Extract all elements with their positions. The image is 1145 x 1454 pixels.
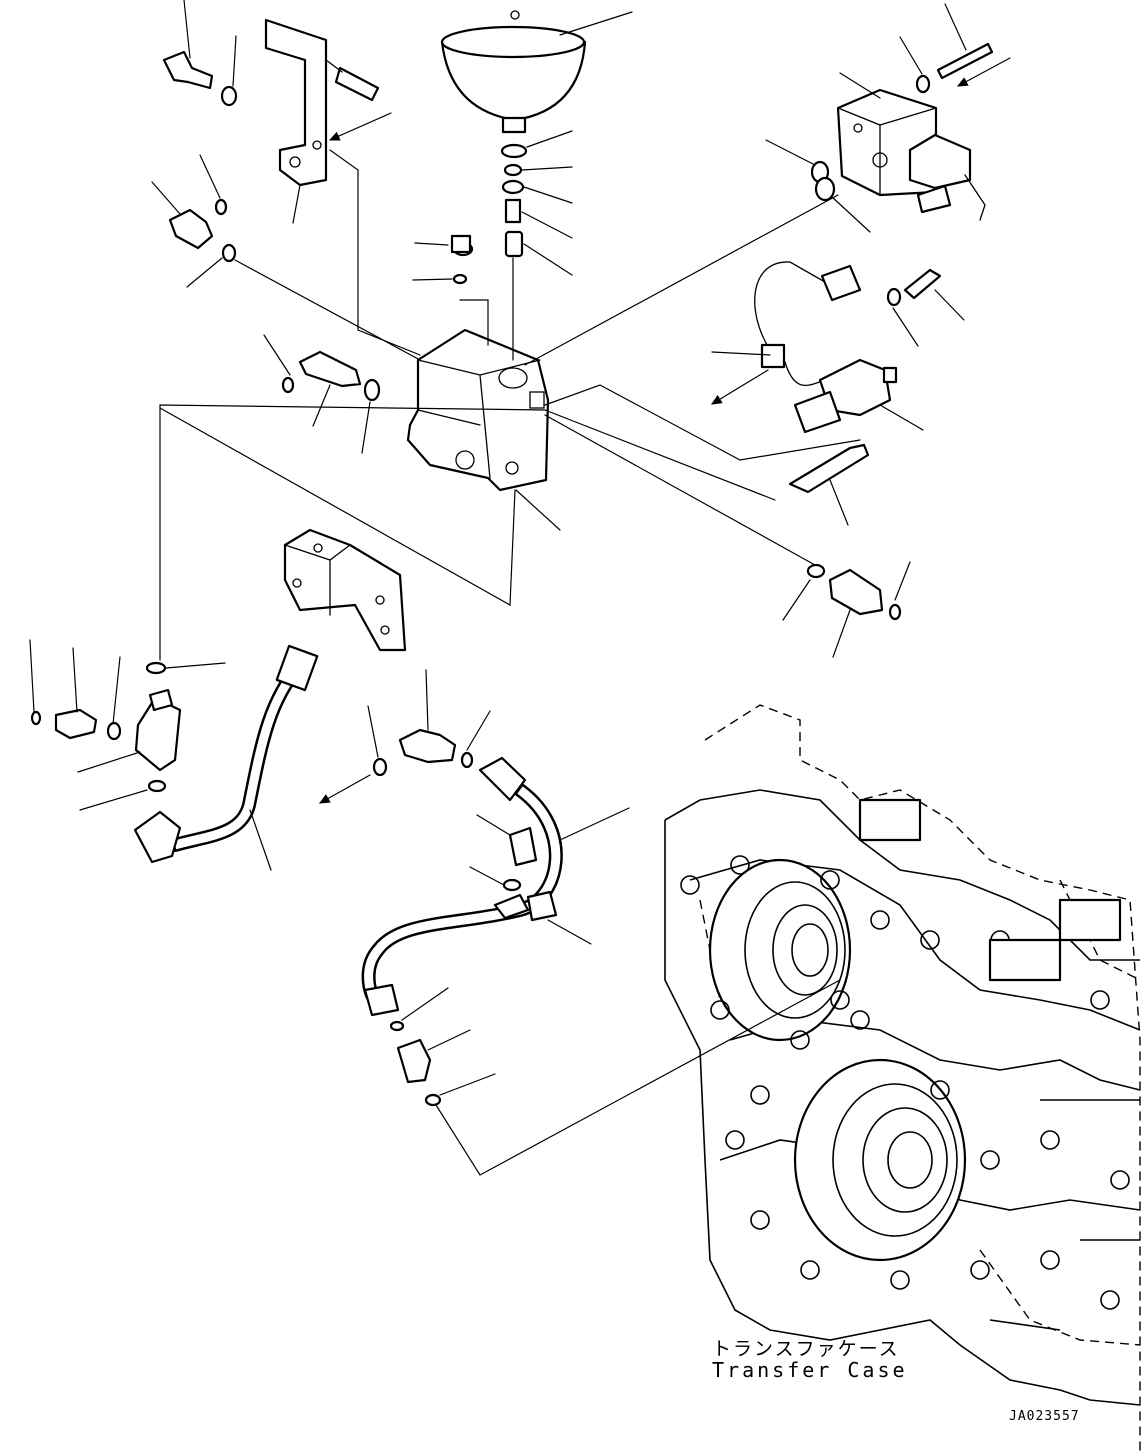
elbow-fitting-left-hose	[29, 639, 226, 811]
bolt	[162, 0, 214, 90]
valve-block	[159, 149, 861, 661]
drawing-id: JA023557	[1009, 1409, 1080, 1424]
elbow-fitting	[151, 154, 237, 288]
connector-fitting-bottom	[389, 979, 841, 1176]
hose-left	[133, 644, 319, 871]
washer	[220, 35, 238, 107]
bracket	[264, 18, 392, 224]
transfer-case	[664, 704, 1141, 1454]
mounting-bracket	[283, 528, 407, 652]
harness-clip	[469, 814, 538, 920]
solenoid-valve	[765, 3, 1011, 233]
accumulator-sphere	[440, 10, 633, 134]
connector-fitting	[782, 561, 911, 658]
assembly-label-english: Transfer Case	[712, 1358, 908, 1382]
elbow-fitting-center	[263, 334, 381, 454]
assembly-label-japanese: トランスファケース	[712, 1338, 900, 1360]
pressure-sensor	[710, 261, 965, 526]
hose-right	[361, 756, 630, 1017]
elbow-fitting-right-hose	[318, 669, 491, 804]
accumulator-small-parts	[500, 130, 573, 276]
